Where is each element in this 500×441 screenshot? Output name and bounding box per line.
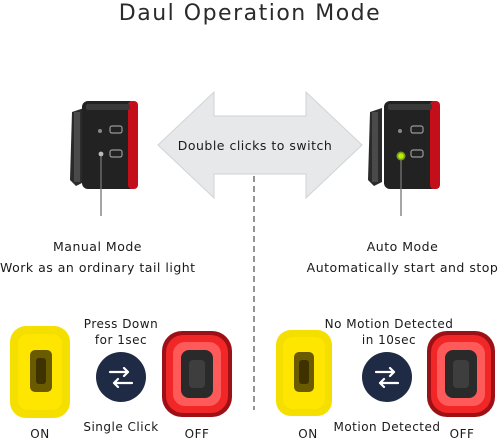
auto-on-label: ON <box>298 427 318 441</box>
manual-off-label: OFF <box>184 427 210 441</box>
auto-switch-bottom-text: Motion Detected <box>333 420 441 434</box>
auto-mode-description: Automatically start and stop <box>306 260 499 275</box>
auto-switch-top-text: No Motion Detected in 10sec <box>324 317 454 347</box>
manual-mode-description: Work as an ordinary tail light <box>0 260 196 275</box>
manual-switch-bottom-text: Single Click <box>83 420 159 434</box>
auto-mode-name: Auto Mode <box>366 239 439 254</box>
auto-off-label: OFF <box>449 427 475 441</box>
manual-mode-name: Manual Mode <box>53 239 142 254</box>
arrow-text: Double clicks to switch <box>177 138 333 153</box>
manual-on-label: ON <box>30 427 50 441</box>
manual-switch-top-text: Press Down for 1sec <box>83 317 159 347</box>
page-title: Daul Operation Mode <box>118 1 382 26</box>
